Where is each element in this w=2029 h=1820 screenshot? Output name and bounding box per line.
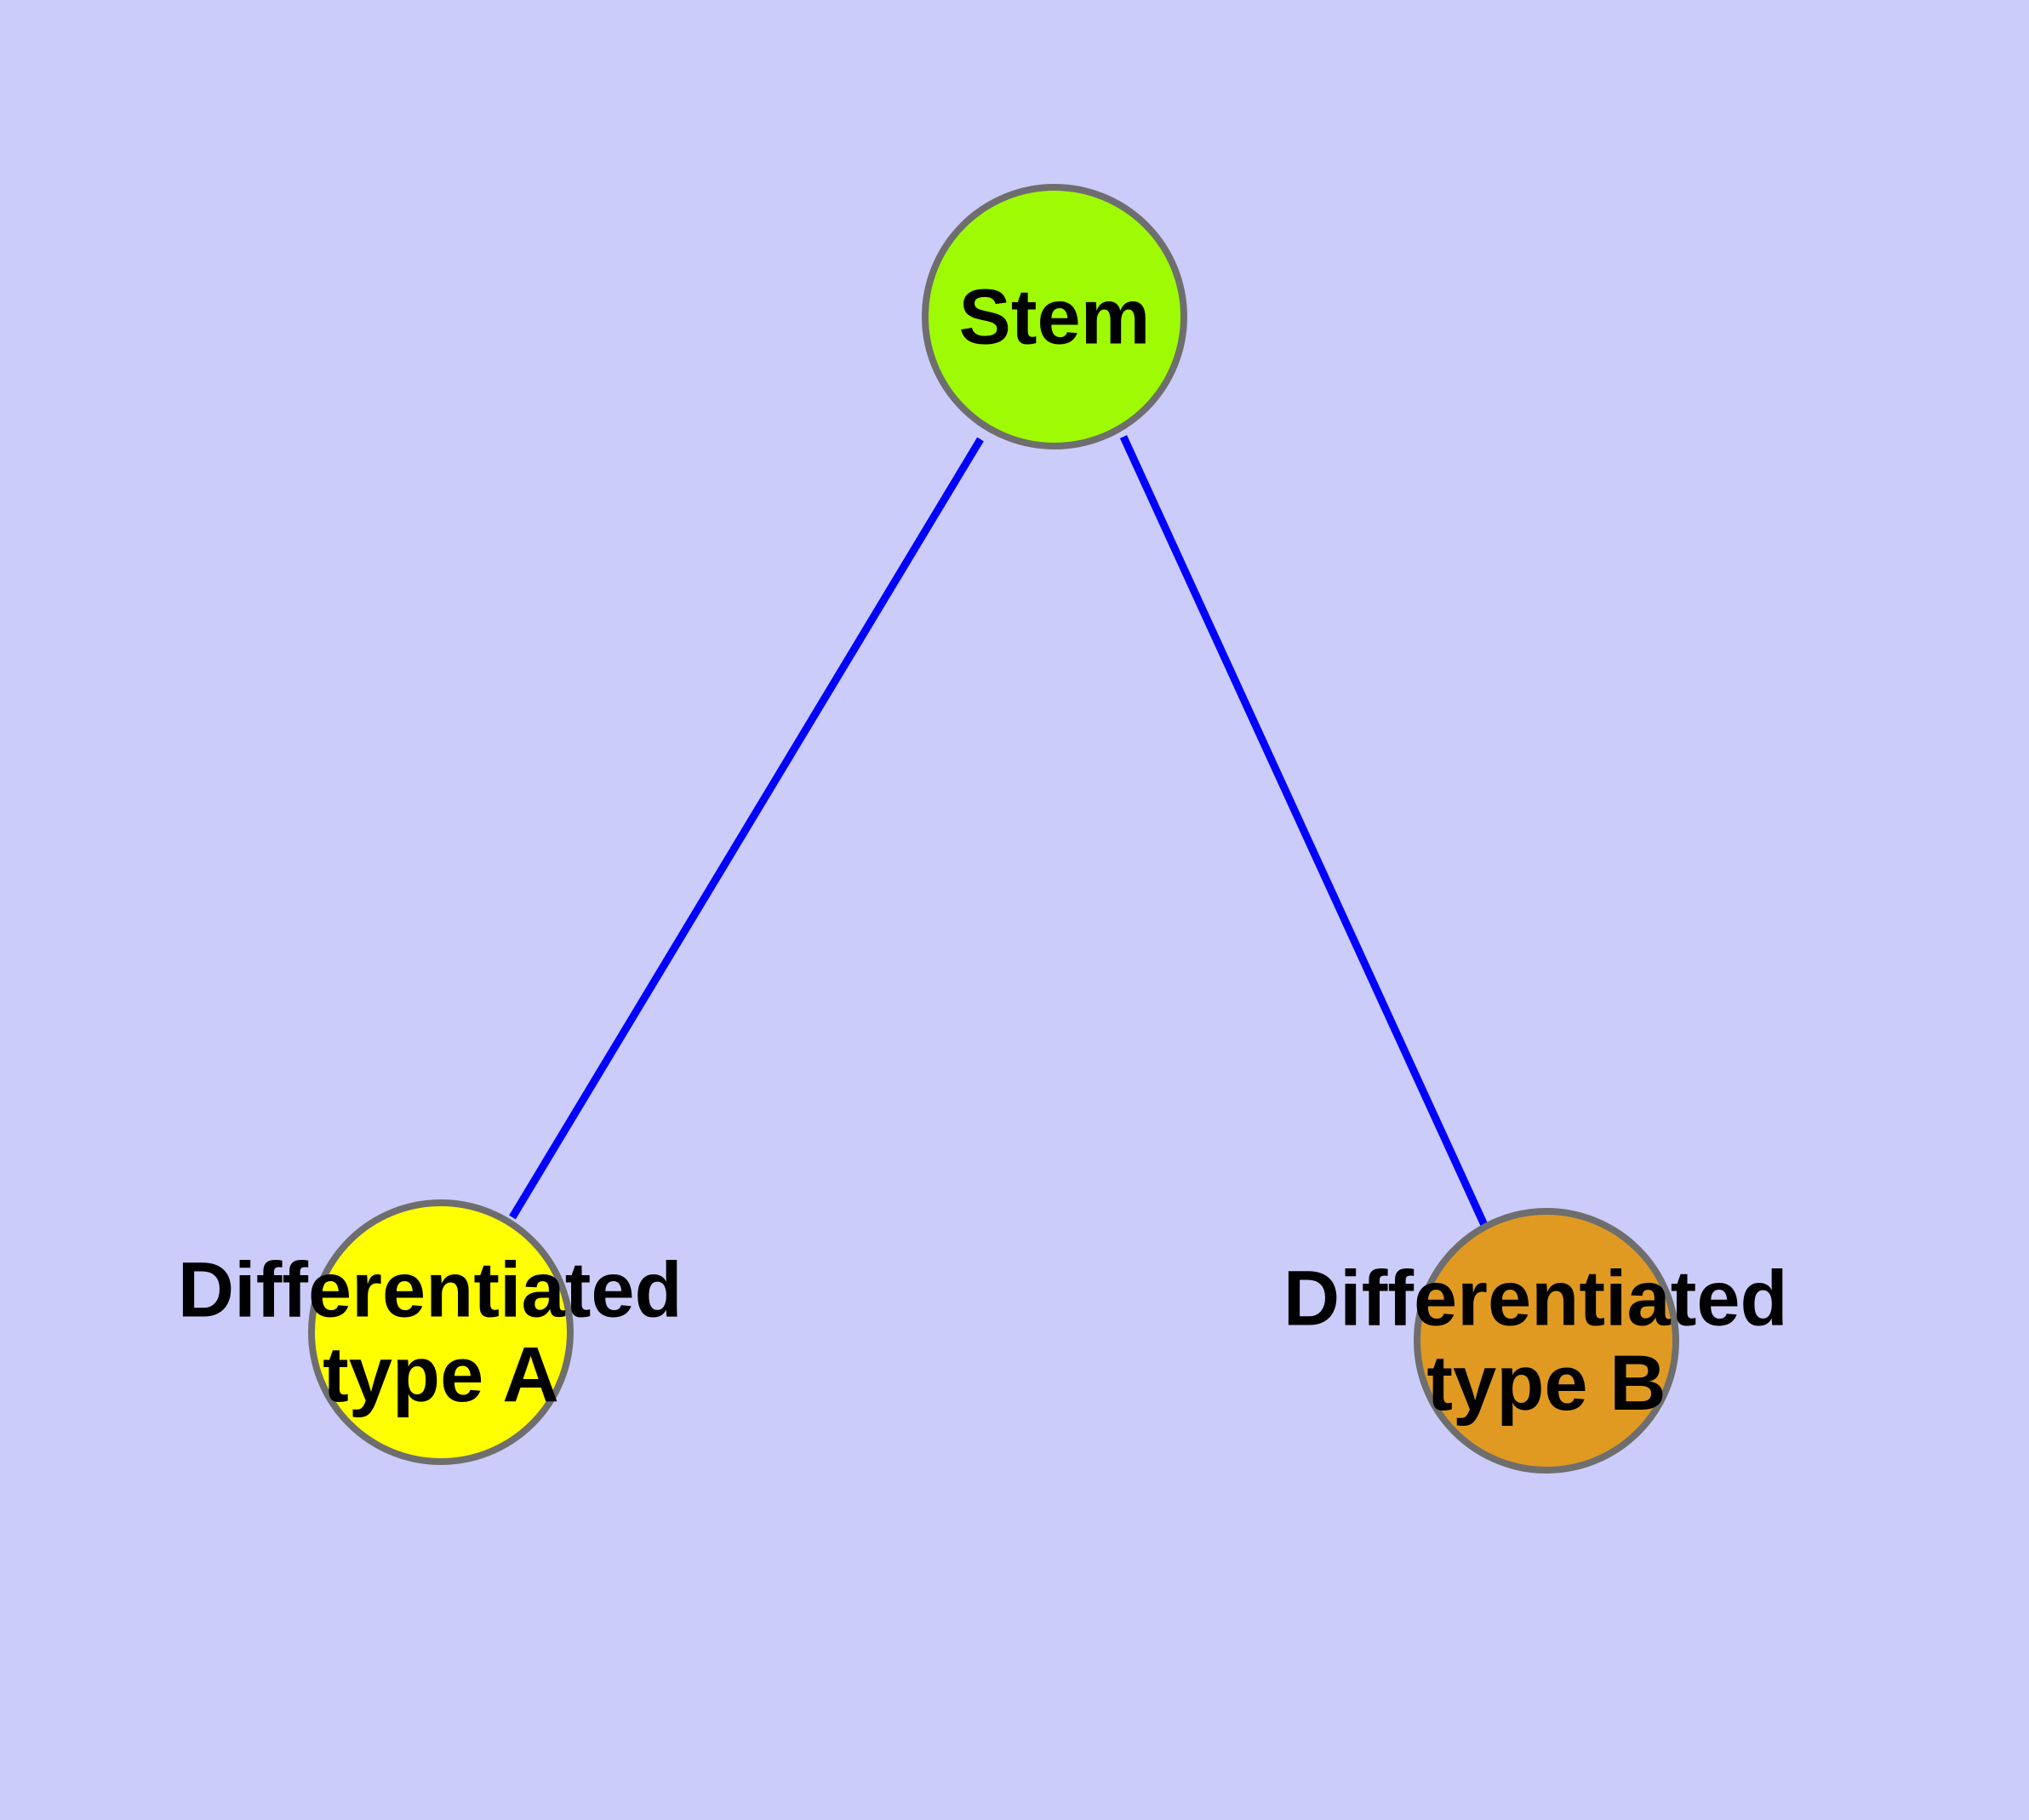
node-diff-type-a-label-line-2: type A [323, 1331, 559, 1418]
node-diff-type-a-label: Differentiated type A [178, 1247, 705, 1418]
edge-layer [509, 435, 1489, 1227]
edge-stem-to-type-b[interactable] [1119, 435, 1489, 1227]
node-stem-circle[interactable] [922, 184, 1187, 449]
node-diff-type-b-circle[interactable] [1414, 1208, 1679, 1474]
node-diff-type-b[interactable]: Differentiated type B [1283, 1208, 1810, 1474]
node-diff-type-a[interactable]: Differentiated type A [178, 1199, 705, 1465]
node-stem-label-line-1: Stem [959, 273, 1151, 360]
node-stem-label: Stem [959, 273, 1151, 360]
node-diff-type-b-label-line-1: Differentiated [1283, 1256, 1788, 1342]
node-diff-type-a-label-line-1: Differentiated [178, 1247, 683, 1334]
node-diff-type-b-label-line-2: type B [1426, 1340, 1666, 1427]
edge-stem-to-type-a[interactable] [509, 437, 984, 1220]
node-diff-type-a-circle[interactable] [308, 1199, 574, 1465]
node-diff-type-b-label: Differentiated type B [1283, 1256, 1810, 1427]
node-stem[interactable]: Stem [922, 184, 1187, 449]
node-layer: Stem Differentiated type A Differentiate… [178, 184, 1810, 1474]
